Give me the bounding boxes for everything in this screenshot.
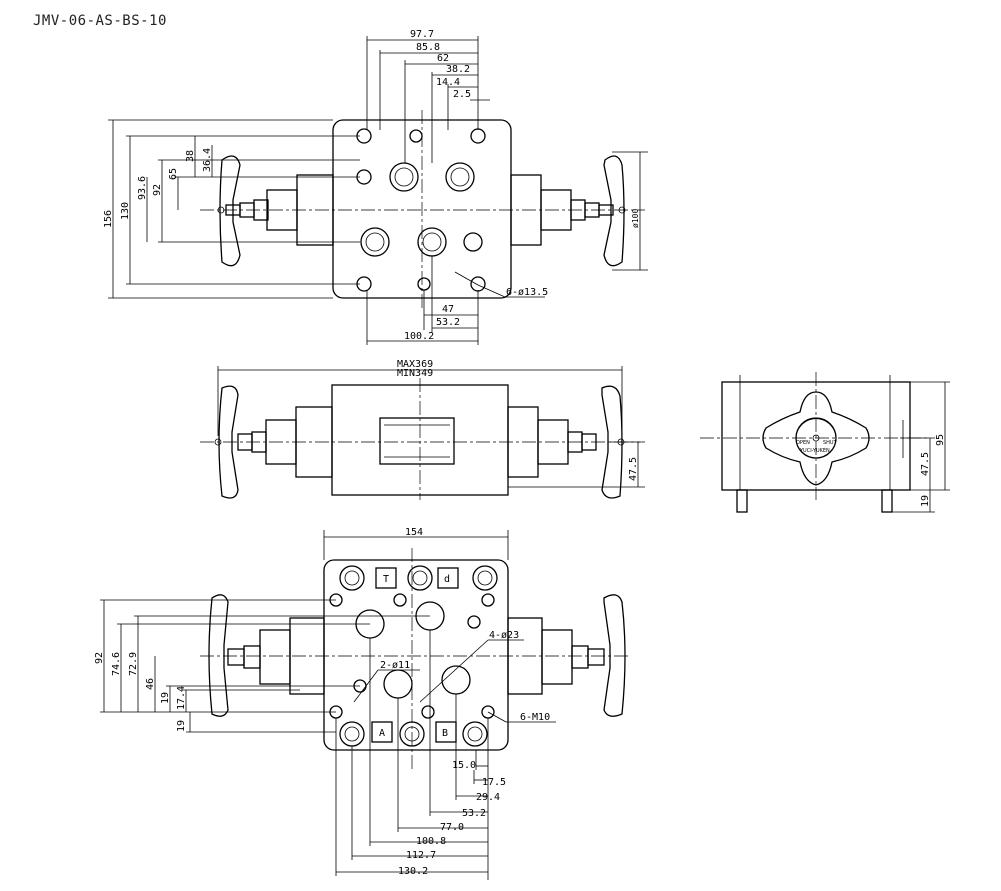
dim-100-2: 100.2 <box>404 331 434 342</box>
dim-19: 19 <box>160 692 171 704</box>
drawing-title: JMV-06-AS-BS-10 <box>33 13 167 29</box>
dim-36-4: 36.4 <box>202 148 213 172</box>
dim-19-lower: 19 <box>176 720 187 732</box>
side-view: OPEN SHUT YUCI-YUKEN 95 47.5 19 <box>700 372 950 513</box>
dim-77-0: 77.0 <box>440 822 464 833</box>
dim-side-95: 95 <box>935 434 946 446</box>
dim-53-2: 53.2 <box>436 317 460 328</box>
dim-side-19: 19 <box>920 495 931 507</box>
dim-2-5: 2.5 <box>453 89 471 100</box>
dim-38-2: 38.2 <box>446 64 470 75</box>
dim-handwheel-d100: ø100 <box>631 209 640 228</box>
dim-74-6: 74.6 <box>111 652 122 676</box>
dim-97-7: 97.7 <box>410 29 434 40</box>
dim-65: 65 <box>168 168 179 180</box>
dim-92: 92 <box>152 184 163 196</box>
port-label-b: B <box>442 728 448 739</box>
knob-shut-label: SHUT <box>823 440 838 446</box>
dim-side-47-5: 47.5 <box>920 452 931 476</box>
note-4-d23: 4-ø23 <box>489 630 519 641</box>
dim-38: 38 <box>185 150 196 162</box>
knob-open-label: OPEN <box>796 440 810 446</box>
dim-85-8: 85.8 <box>416 42 440 53</box>
dim-93-6: 93.6 <box>137 176 148 200</box>
dim-72-9: 72.9 <box>128 652 139 676</box>
port-label-d: d <box>444 574 450 585</box>
dim-130: 130 <box>120 202 131 220</box>
dim-47: 47 <box>442 304 454 315</box>
dim-92: 92 <box>94 652 105 664</box>
dim-62: 62 <box>437 53 449 64</box>
dim-112-7: 112.7 <box>406 850 436 861</box>
knob-brand-label: YUCI-YUKEN <box>799 448 830 454</box>
dim-46: 46 <box>145 678 156 690</box>
dim-17-5: 17.5 <box>482 777 506 788</box>
top-view: 97.7 85.8 62 38.2 14.4 2.5 156 130 93.6 … <box>103 29 648 345</box>
length-min: MIN349 <box>397 368 433 379</box>
dim-14-4: 14.4 <box>436 77 460 88</box>
hole-note-6-d13-5: 6-ø13.5 <box>506 287 548 298</box>
length-max: MAX369 <box>397 359 433 370</box>
dim-front-47-5: 47.5 <box>628 457 639 481</box>
dim-15-0: 15.0 <box>452 760 476 771</box>
bottom-view: T d A B 154 <box>94 527 630 880</box>
dim-53-2: 53.2 <box>462 808 486 819</box>
port-label-t: T <box>383 574 389 585</box>
dim-29-4: 29.4 <box>476 792 500 803</box>
dim-100-8: 100.8 <box>416 836 446 847</box>
dim-130-2: 130.2 <box>398 866 428 877</box>
dim-156: 156 <box>103 210 114 228</box>
dim-width-154: 154 <box>405 527 423 538</box>
dim-17-4: 17.4 <box>176 686 187 710</box>
front-view: MAX369 MIN349 47.5 <box>200 359 645 500</box>
note-6-m10: 6-M10 <box>520 712 550 723</box>
port-label-a: A <box>379 728 385 739</box>
note-2-d11: 2-ø11 <box>380 660 410 671</box>
